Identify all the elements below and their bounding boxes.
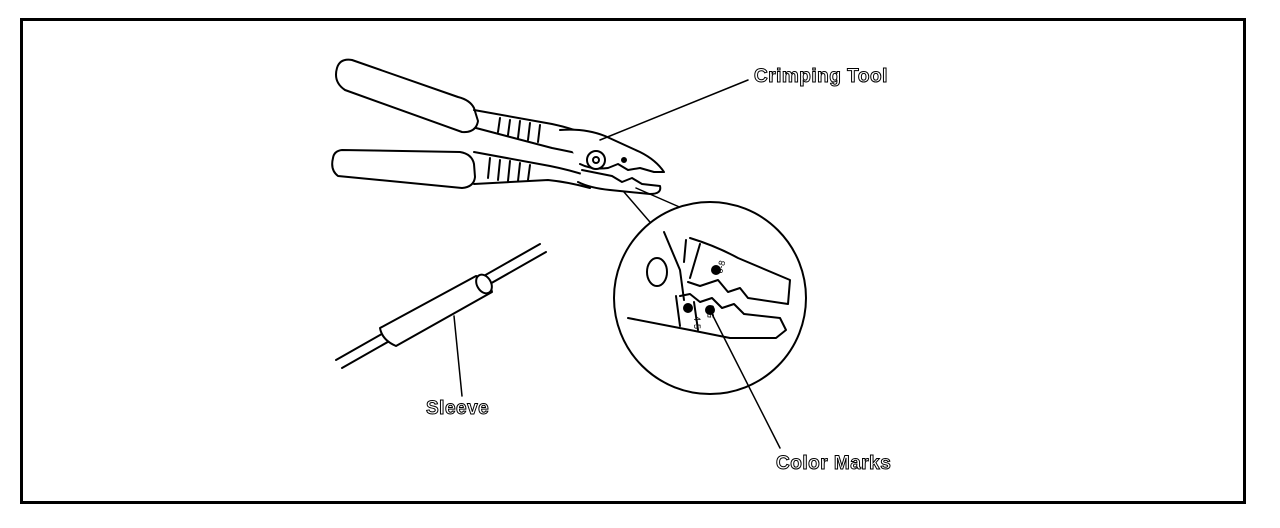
sleeve-label: Sleeve [425,398,490,420]
sleeve-wire-illustration [335,243,547,369]
sleeve-leader [453,315,463,397]
crimping-tool-illustration [331,58,665,195]
crimping-tool-leader [599,79,749,141]
color-marks-label: Color Marks [775,453,892,475]
upper-handle-grip [335,58,479,134]
lower-handle-grip [331,149,476,189]
lower-jaw [577,169,662,195]
detail-magnifier [613,201,807,395]
color-marks-leader [711,313,781,449]
crimping-tool-label: Crimping Tool [754,66,888,88]
upper-jaw [559,128,665,173]
sleeve-body [379,275,493,347]
lower-handle-metal [473,151,591,189]
lower-serrations [487,157,531,182]
pivot-bolt [586,150,606,170]
upper-serrations [497,117,541,143]
